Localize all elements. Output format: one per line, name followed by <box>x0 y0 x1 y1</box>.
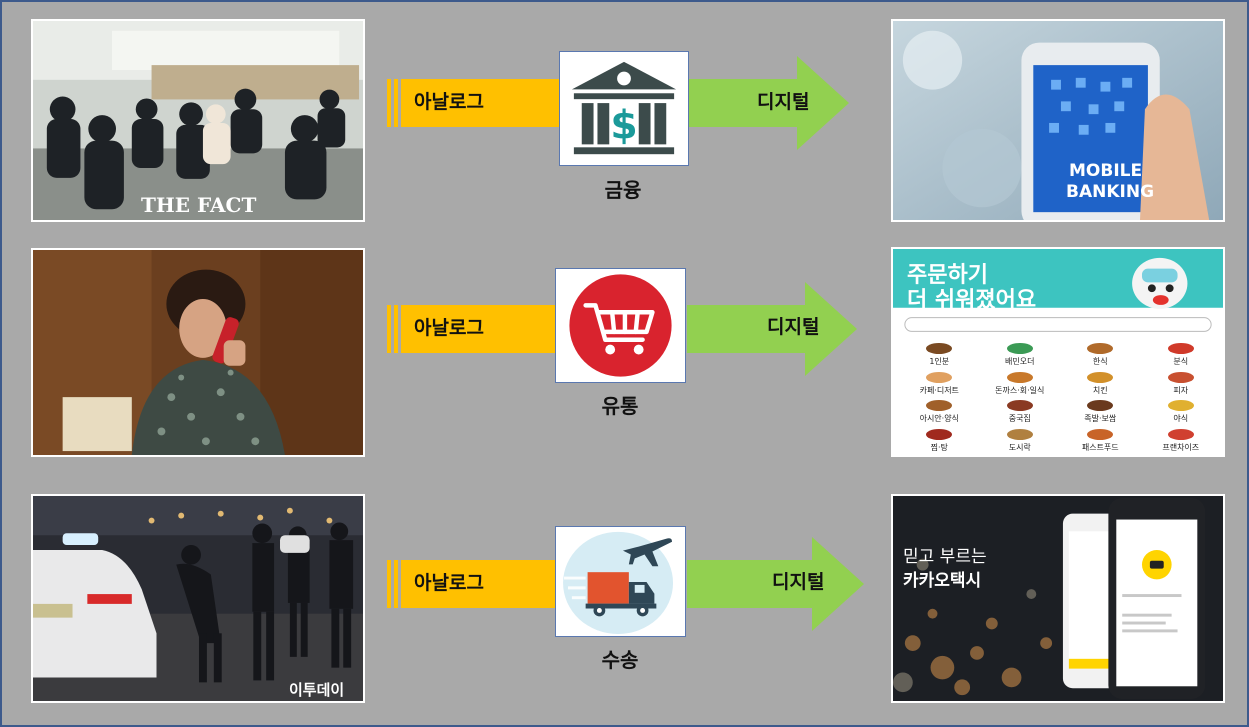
food-icon <box>1167 400 1194 412</box>
digital-label-finance: 디지털 <box>757 91 810 113</box>
kakao-taxi-text-1: 믿고 부르는 <box>903 547 987 567</box>
food-icon <box>1006 371 1033 383</box>
analog-to-digital-arrow-transport <box>387 537 864 631</box>
mobile-banking-text-2: BANKING <box>1066 182 1155 202</box>
bank-dollar-icon: $ <box>571 61 677 155</box>
food-icon <box>1167 371 1194 383</box>
menu-item[interactable]: 족발·보쌈 <box>1060 398 1141 427</box>
analog-label-transport: 아날로그 <box>414 572 484 594</box>
menu-item-label: 분식 <box>1173 357 1189 367</box>
food-icon <box>1167 343 1194 355</box>
distribution-icon-box <box>555 268 686 383</box>
left-photo-watermark: THE FACT <box>141 193 257 217</box>
menu-item-label: 도시락 <box>1008 442 1031 452</box>
menu-item[interactable]: 치킨 <box>1060 370 1141 399</box>
menu-item[interactable]: 카페·디저트 <box>899 370 980 399</box>
menu-item-label: 한식 <box>1092 357 1108 367</box>
digital-label-transport: 디지털 <box>772 571 825 593</box>
menu-item[interactable]: 피자 <box>1141 370 1222 399</box>
menu-item[interactable]: 프랜차이즈 <box>1141 427 1222 456</box>
kakao-taxi-photo: 믿고 부르는 카카오택시 <box>891 494 1225 703</box>
food-icon <box>1087 371 1114 383</box>
menu-item[interactable]: 돈까스·회·일식 <box>980 370 1061 399</box>
menu-item[interactable]: 찜·탕 <box>899 427 980 456</box>
menu-item-label: 프랜차이즈 <box>1162 442 1200 452</box>
menu-item[interactable]: 배민오더 <box>980 341 1061 370</box>
menu-item-label: 족발·보쌈 <box>1084 414 1117 424</box>
food-icon <box>1087 428 1114 440</box>
food-icon <box>926 343 953 355</box>
food-icon <box>926 371 953 383</box>
svg-text:$: $ <box>610 103 637 148</box>
food-icon <box>1167 428 1194 440</box>
menu-item[interactable]: 도시락 <box>980 427 1061 456</box>
shopping-cart-icon <box>569 274 672 377</box>
food-icon <box>1087 400 1114 412</box>
menu-item-label: 피자 <box>1173 385 1189 395</box>
menu-item[interactable]: 중국집 <box>980 398 1061 427</box>
food-icon <box>1006 343 1033 355</box>
delivery-headline-1: 주문하기 <box>907 263 988 288</box>
mobile-banking-photo: MOBILE BANKING <box>891 19 1225 222</box>
analog-label-finance: 아날로그 <box>414 91 484 113</box>
menu-item-label: 찜·탕 <box>930 442 948 452</box>
menu-item[interactable]: 한식 <box>1060 341 1141 370</box>
menu-item[interactable]: 아시안·양식 <box>899 398 980 427</box>
phone-call-photo <box>31 248 365 457</box>
food-icon <box>1087 343 1114 355</box>
menu-item-label: 중국집 <box>1008 414 1031 424</box>
menu-item[interactable]: 분식 <box>1141 341 1222 370</box>
digital-label-distribution: 디지털 <box>767 316 820 338</box>
street-taxi-photo: 이투데이 <box>31 494 365 703</box>
menu-item-label: 아시안·양식 <box>919 414 959 424</box>
menu-item-label: 1인분 <box>929 357 950 367</box>
menu-item-label: 카페·디저트 <box>919 385 959 395</box>
category-distribution: 유통 <box>601 394 639 418</box>
analog-to-digital-arrow-distribution <box>387 282 857 376</box>
menu-item-label: 야식 <box>1173 414 1189 424</box>
menu-item-label: 패스트푸드 <box>1081 442 1119 452</box>
menu-item[interactable]: 야식 <box>1141 398 1222 427</box>
food-icon <box>1006 400 1033 412</box>
delivery-headline-2: 더 쉬워졌어요 <box>907 288 1037 313</box>
transport-icon-box <box>555 526 686 637</box>
category-transport: 수송 <box>601 648 639 672</box>
menu-item-label: 배민오더 <box>1005 357 1035 367</box>
menu-item[interactable]: 1인분 <box>899 341 980 370</box>
analog-to-digital-arrow-finance <box>387 56 849 150</box>
food-icon <box>926 428 953 440</box>
bank-branch-photo: THE FACT <box>31 19 365 222</box>
finance-icon-box: $ <box>559 51 689 166</box>
kakao-taxi-text-2: 카카오택시 <box>903 571 982 591</box>
food-icon <box>1006 428 1033 440</box>
menu-item-label: 돈까스·회·일식 <box>995 385 1045 395</box>
delivery-truck-plane-icon <box>563 531 674 635</box>
mobile-banking-text-1: MOBILE <box>1069 161 1143 181</box>
food-icon <box>926 400 953 412</box>
left-photo-watermark: 이투데이 <box>289 681 345 699</box>
analog-label-distribution: 아날로그 <box>414 317 484 339</box>
category-finance: 금융 <box>604 178 642 202</box>
menu-item[interactable]: 패스트푸드 <box>1060 427 1141 456</box>
menu-item-label: 치킨 <box>1092 385 1108 395</box>
